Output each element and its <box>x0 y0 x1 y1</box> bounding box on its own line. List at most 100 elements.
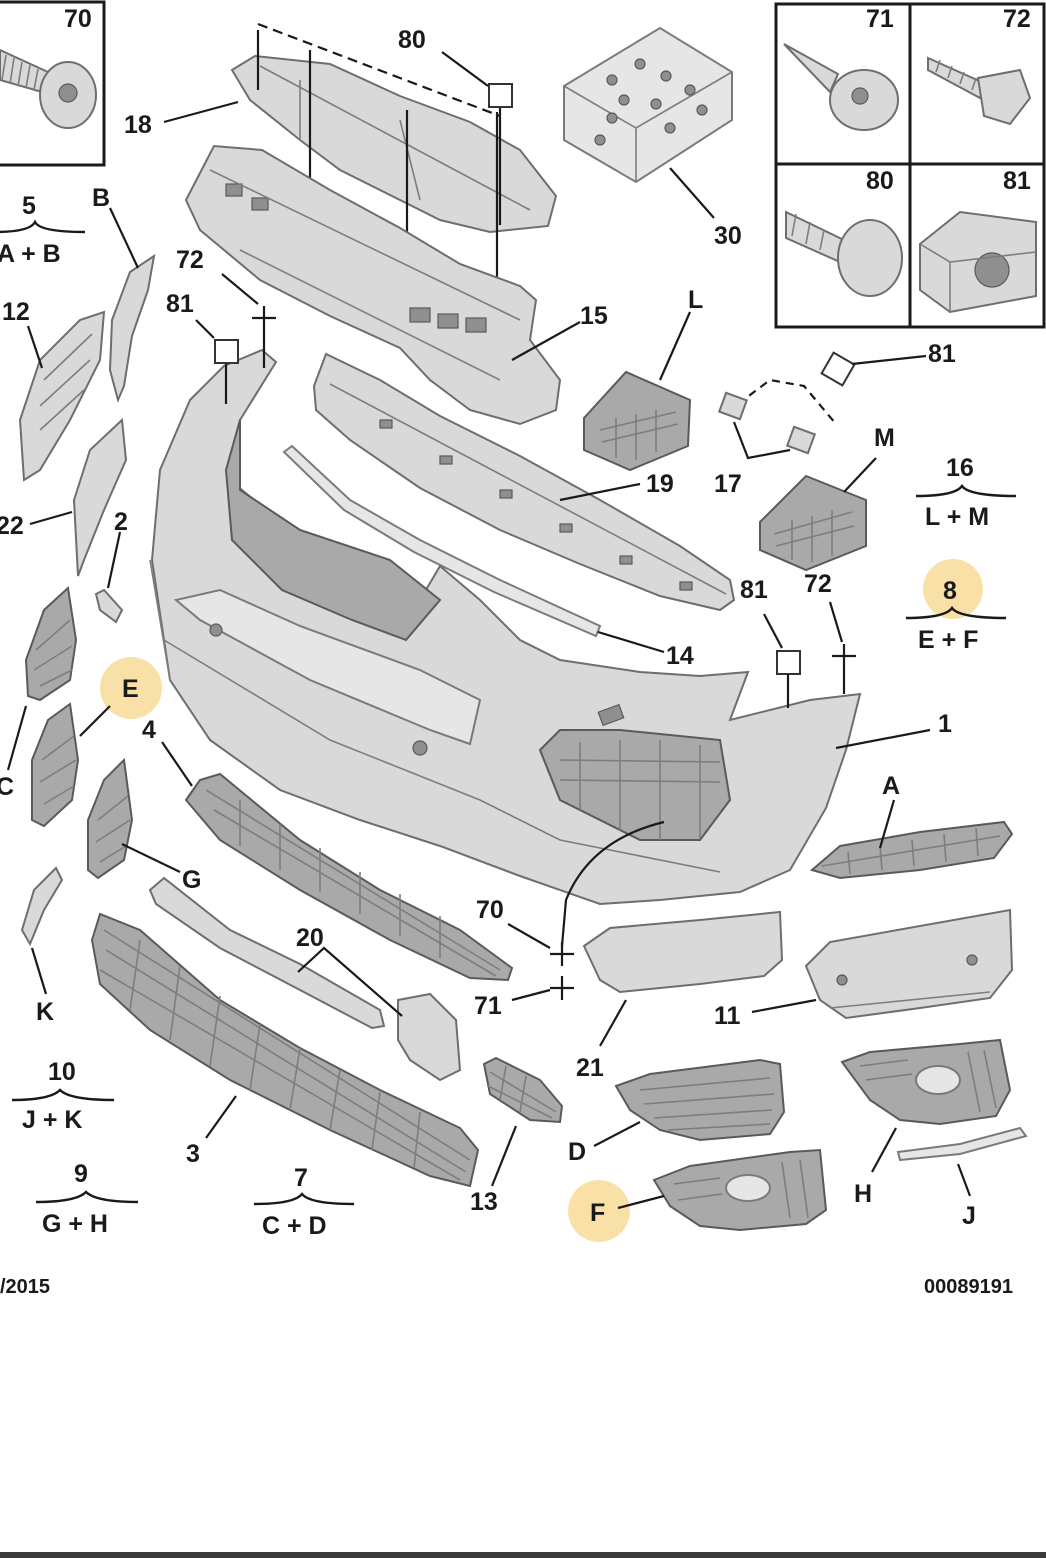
clip-81-mid-icon <box>776 650 801 675</box>
label-14: 14 <box>666 642 694 670</box>
group-16-parts: L + M <box>925 503 989 531</box>
label-D: D <box>568 1138 586 1166</box>
plus-70-mid-icon <box>550 942 574 966</box>
part-17-clips: 81 17 <box>714 340 956 498</box>
part-K: K <box>20 866 64 1026</box>
label-M: M <box>874 424 895 452</box>
label-G: G <box>182 866 201 894</box>
label-K: K <box>36 998 54 1026</box>
label-L: L <box>688 286 703 314</box>
group-7-parts: C + D <box>262 1212 327 1240</box>
clip-81-left-icon <box>214 339 239 364</box>
part-L: L <box>583 286 703 472</box>
label-E: E <box>122 675 139 703</box>
group-5-number: 5 <box>22 192 36 220</box>
part-14: 14 <box>282 444 694 670</box>
plus-72-mid-icon <box>832 644 856 668</box>
fastener-grid: 71 72 80 81 <box>774 2 1046 329</box>
part-J: J <box>896 1126 1028 1230</box>
label-30: 30 <box>714 222 742 250</box>
label-A: A <box>882 772 900 800</box>
label-11: 11 <box>714 1002 741 1030</box>
label-18: 18 <box>124 111 152 139</box>
clip-80-top-icon <box>488 83 513 108</box>
part-15: 15 <box>184 144 608 426</box>
label-19: 19 <box>646 470 674 498</box>
plus-71-mid-icon <box>550 976 574 1000</box>
part-G: G <box>87 757 201 894</box>
group-5: 5 A + B <box>0 192 86 268</box>
part-2: 2 <box>94 508 128 624</box>
part-21: 21 <box>576 910 784 1082</box>
label-72-box: 72 <box>1003 5 1031 33</box>
group-16: 16 L + M <box>915 454 1017 531</box>
group-10-number: 10 <box>48 1058 76 1086</box>
label-70-mid: 70 <box>476 896 504 924</box>
group-16-number: 16 <box>946 454 974 482</box>
highlight-F <box>568 1180 630 1242</box>
label-F: F <box>590 1199 605 1227</box>
highlight-E <box>100 657 162 719</box>
group-8-number: 8 <box>943 577 957 605</box>
part-M: M <box>759 424 895 572</box>
callouts-screws-mid: 70 71 <box>474 896 574 1020</box>
part-11: 11 <box>714 908 1014 1030</box>
part-18: 80 18 <box>124 22 558 300</box>
clip-80-icon <box>785 210 903 297</box>
group-7: 7 C + D <box>253 1164 355 1240</box>
footer-date: /2015 <box>0 1276 50 1298</box>
part-A: A <box>809 772 1014 880</box>
part-19: 19 <box>312 352 736 612</box>
label-21: 21 <box>576 1054 604 1082</box>
label-72-mid: 72 <box>804 570 832 598</box>
label-J: J <box>962 1202 976 1230</box>
screw-70-icon <box>0 48 97 129</box>
label-15: 15 <box>580 302 608 330</box>
screw-72-icon <box>927 56 1032 126</box>
part-13: 13 <box>470 1056 564 1216</box>
label-81-left: 81 <box>166 290 194 318</box>
label-2: 2 <box>114 508 128 536</box>
bottom-bar <box>0 1552 1046 1558</box>
part-3: 3 <box>90 912 480 1188</box>
rivet-71-icon <box>783 43 899 131</box>
group-9-parts: G + H <box>42 1210 108 1238</box>
part-F: F <box>568 1148 828 1242</box>
label-81-box: 81 <box>1003 167 1031 195</box>
label-80-top: 80 <box>398 26 426 54</box>
highlight-8 <box>923 559 983 619</box>
footer-reference: 00089191 <box>924 1276 1013 1298</box>
label-70-box: 70 <box>64 5 92 33</box>
part-30: 30 <box>563 26 742 250</box>
part-4: 4 <box>142 716 514 982</box>
label-81-right: 81 <box>928 340 956 368</box>
group-8: 8 E + F <box>905 559 1007 654</box>
label-20: 20 <box>296 924 324 952</box>
callouts-bumper-top: 72 81 81 72 <box>166 246 856 708</box>
part-20: 20 <box>148 876 462 1082</box>
part-H: H <box>840 1038 1012 1208</box>
label-H: H <box>854 1180 872 1208</box>
label-C: C <box>0 773 14 801</box>
label-81-mid: 81 <box>740 576 768 604</box>
part-C: C <box>0 585 78 801</box>
group-5-parts: A + B <box>0 240 61 268</box>
group-7-number: 7 <box>294 1164 308 1192</box>
group-8-parts: E + F <box>918 626 978 654</box>
label-1: 1 <box>938 710 952 738</box>
label-B: B <box>92 184 110 212</box>
group-10: 10 J + K <box>11 1058 115 1134</box>
group-9-number: 9 <box>74 1160 88 1188</box>
label-12: 12 <box>2 298 30 326</box>
part-22: 22 <box>0 417 128 577</box>
label-71-mid: 71 <box>474 992 502 1020</box>
label-4: 4 <box>142 716 156 744</box>
label-3: 3 <box>186 1140 200 1168</box>
clip-81-icon <box>919 210 1037 314</box>
label-17: 17 <box>714 470 742 498</box>
label-80-box: 80 <box>866 167 894 195</box>
fastener-box-70: 70 <box>0 0 106 167</box>
part-E-grille: E <box>31 657 162 828</box>
clip-81-right-icon <box>820 351 856 387</box>
